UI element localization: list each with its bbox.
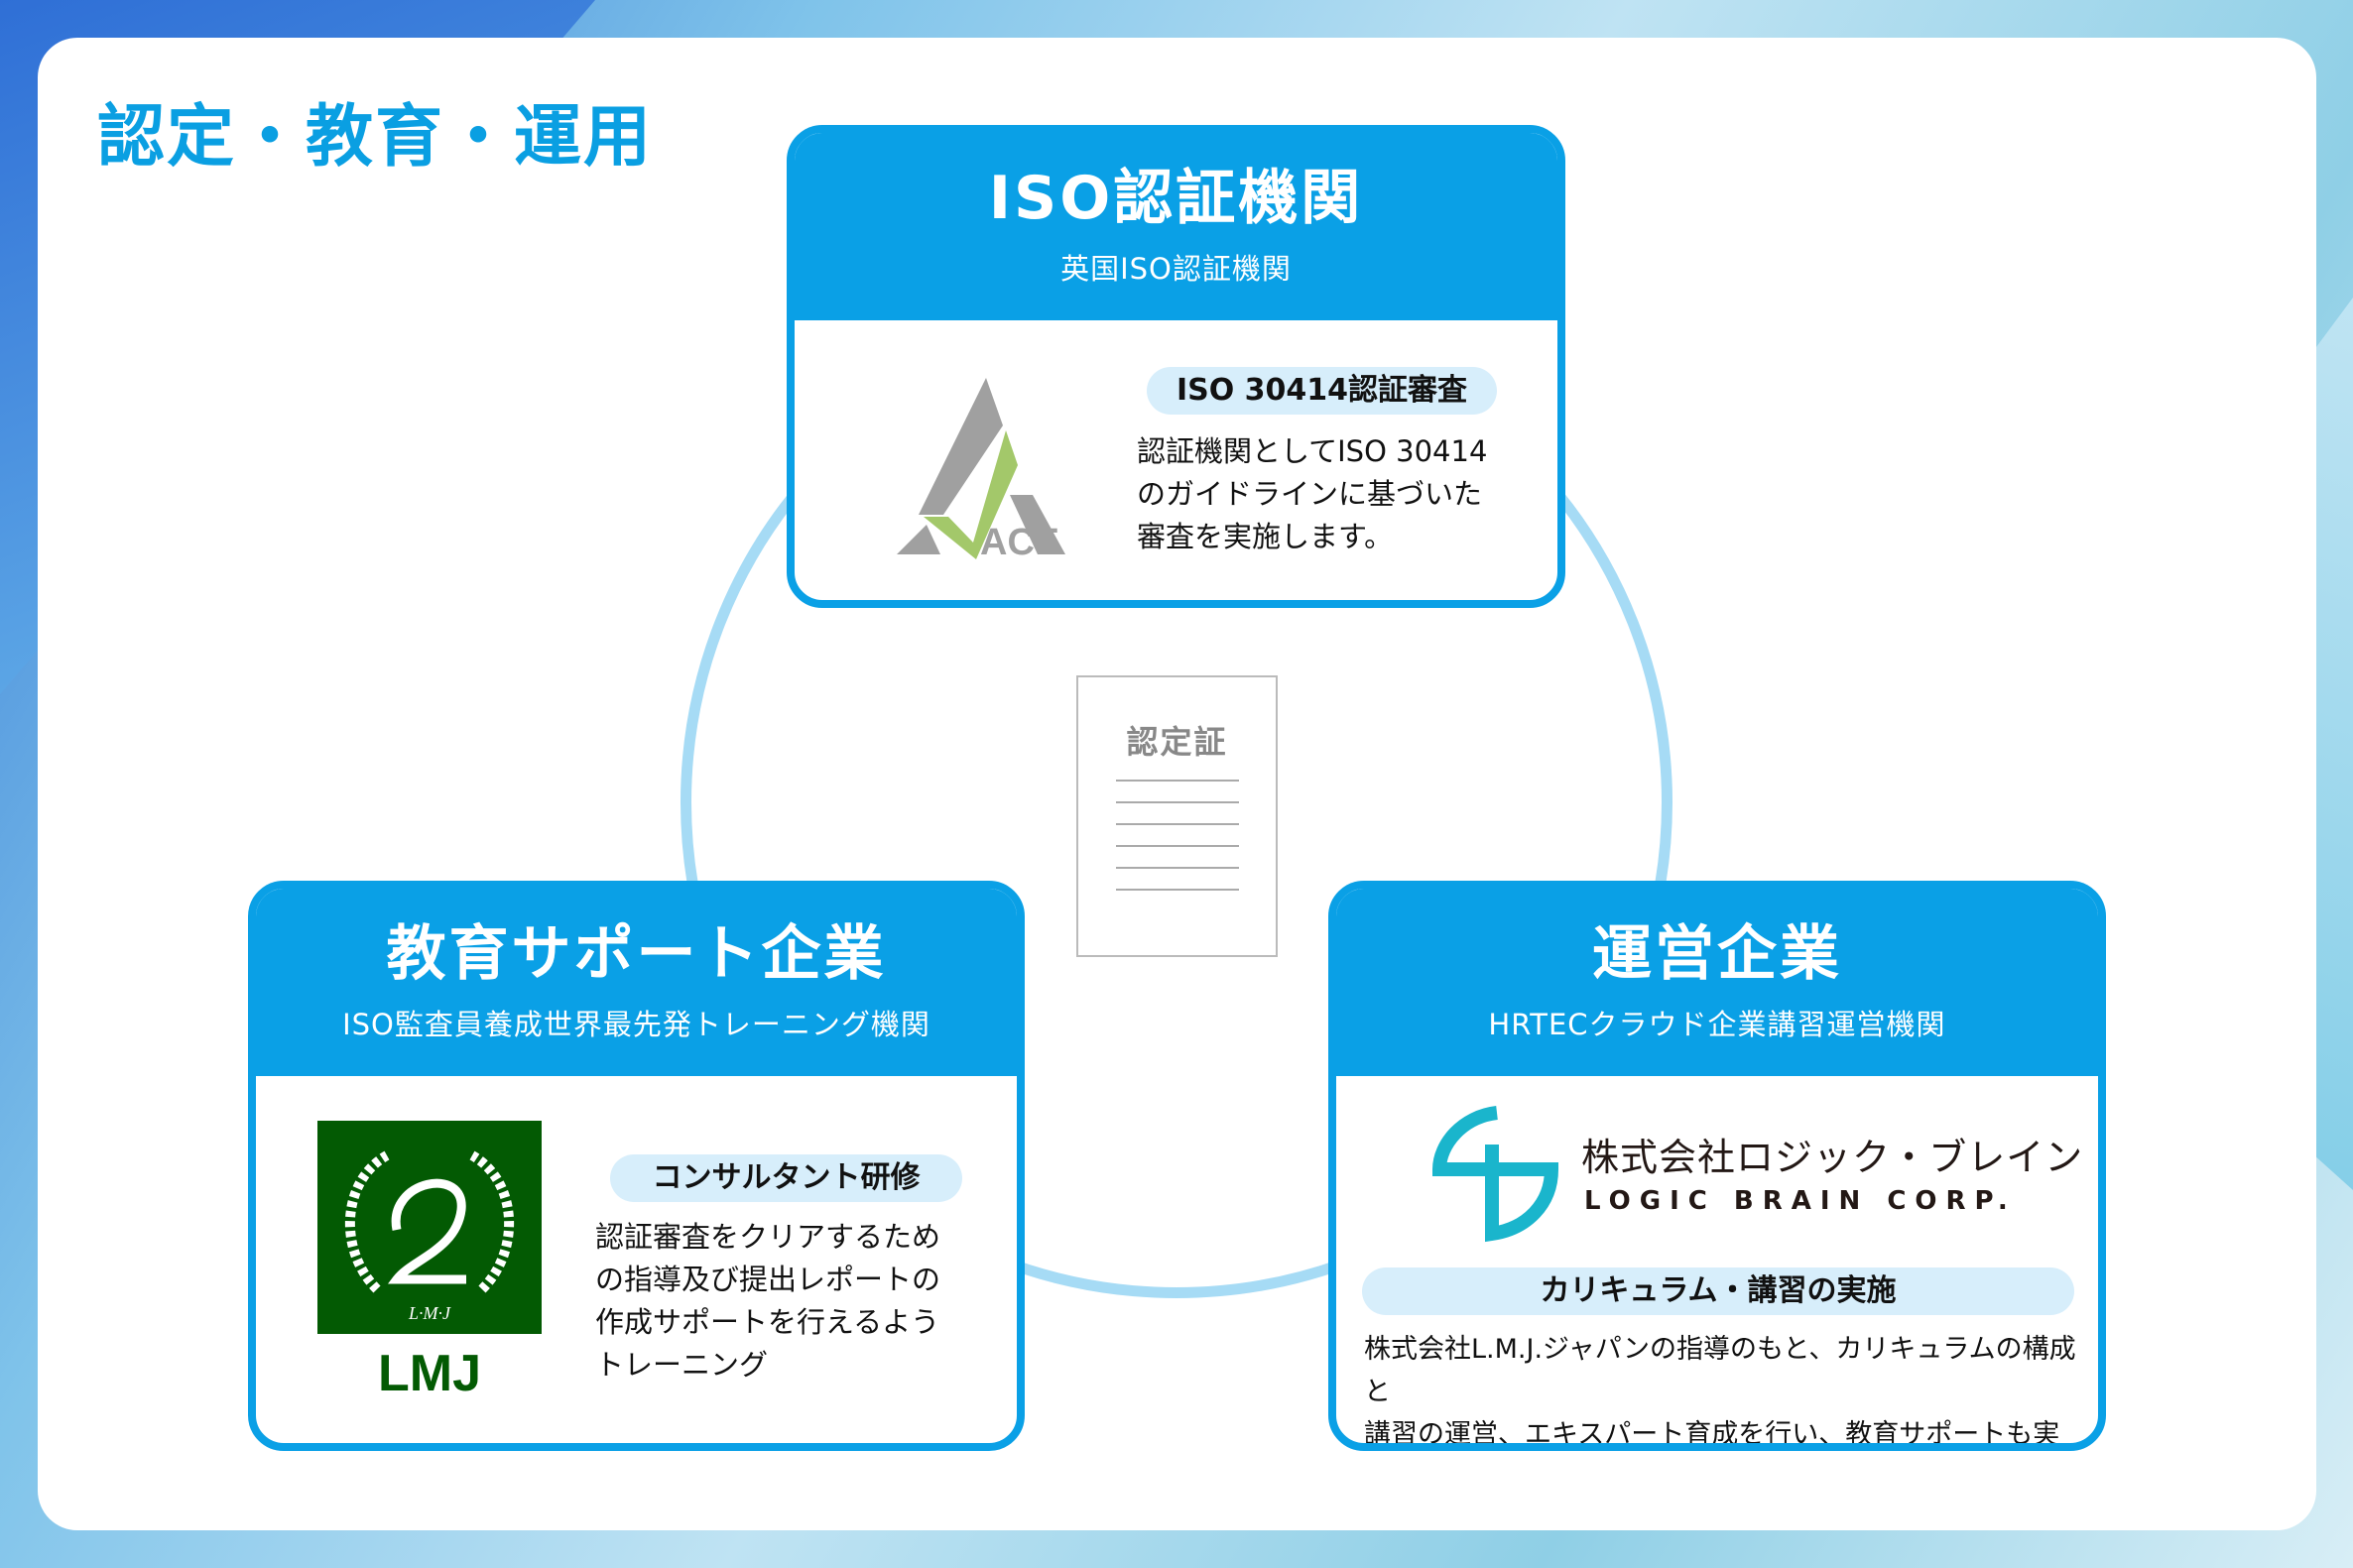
document-line [1116, 867, 1239, 869]
page-title: 認定・教育・運用 [97, 98, 654, 177]
document-line [1116, 823, 1239, 825]
logic-brain-name-ja: 株式会社ロジック・ブレイン [1581, 1136, 2084, 1179]
logic-brain-logo-mark [1431, 1106, 1559, 1243]
description-line: の指導及び提出レポートの [595, 1263, 941, 1296]
card-title: 運営企業 [1592, 919, 1842, 989]
description-line: 認証機関としてISO 30414 [1137, 434, 1488, 468]
card-title: 教育サポート企業 [386, 919, 887, 989]
card-subtitle: 英国ISO認証機関 [1060, 252, 1292, 286]
description-line: 講習の運営、エキスパート育成を行い、教育サポートも実施。 [1364, 1419, 2060, 1450]
document-line [1116, 845, 1239, 847]
svg-text:L·M·J: L·M·J [408, 1303, 451, 1323]
act-logo-text: ACT [980, 522, 1057, 563]
description-line: トレーニング [595, 1348, 769, 1382]
document-line [1116, 889, 1239, 891]
document-line [1116, 801, 1239, 803]
card-description: 認証機関としてISO 30414 のガイドラインに基づいた 審査を実施します。 [1137, 430, 1487, 558]
card-education-support: 教育サポート企業 ISO監査員養成世界最先発トレーニング機関 L·M·J LMJ… [248, 881, 1025, 1451]
description-line: 作成サポートを行えるよう [595, 1305, 940, 1339]
card-description: 認証審査をクリアするため の指導及び提出レポートの 作成サポートを行えるよう ト… [595, 1216, 940, 1387]
certificate-document: 認定証 [1076, 675, 1278, 957]
card-badge: ISO 30414認証審査 [1147, 367, 1497, 415]
card-header: 運営企業 HRTECクラウド企業講習運営機関 [1336, 889, 2098, 1076]
description-line: 認証審査をクリアするため [595, 1220, 941, 1254]
act-logo: ACT [897, 378, 1065, 563]
card-operating-company: 運営企業 HRTECクラウド企業講習運営機関 株式会社ロジック・ブレイン LOG… [1328, 881, 2106, 1451]
description-line: 株式会社L.M.J.ジャパンの指導のもと、カリキュラムの構成と [1364, 1334, 2076, 1407]
card-badge: コンサルタント研修 [610, 1154, 962, 1202]
certificate-label: 認定証 [1126, 723, 1228, 761]
card-description: 株式会社L.M.J.ジャパンの指導のもと、カリキュラムの構成と 講習の運営、エキ… [1364, 1328, 2098, 1450]
card-header: 教育サポート企業 ISO監査員養成世界最先発トレーニング機関 [256, 889, 1017, 1076]
document-line [1116, 780, 1239, 782]
card-title: ISO認証機関 [988, 164, 1364, 233]
logic-brain-name-en: LOGIC BRAIN CORP. [1584, 1186, 2017, 1216]
description-line: 審査を実施します。 [1137, 520, 1394, 553]
card-subtitle: ISO監査員養成世界最先発トレーニング機関 [342, 1008, 930, 1041]
lmj-logo-text: LMJ [378, 1345, 481, 1398]
description-line: のガイドラインに基づいた [1137, 477, 1483, 511]
card-iso-certification-body: ISO認証機関 英国ISO認証機関 ACT ISO 30414認証審査 認証機関… [787, 125, 1565, 608]
card-subtitle: HRTECクラウド企業講習運営機関 [1488, 1008, 1946, 1041]
card-badge: カリキュラム・講習の実施 [1362, 1267, 2074, 1315]
card-header: ISO認証機関 英国ISO認証機関 [795, 133, 1557, 320]
lmj-logo: L·M·J LMJ [317, 1121, 542, 1398]
